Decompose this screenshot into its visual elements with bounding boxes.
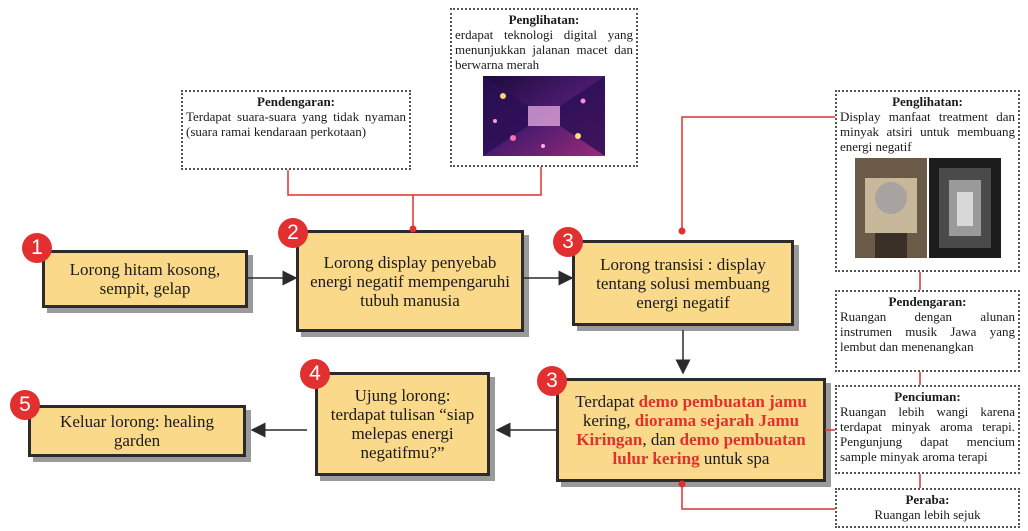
step-5-box: Keluar lorong: healing garden (28, 405, 246, 457)
step-5-badge: 5 (10, 390, 40, 420)
highlight-demo-jamu: demo pembuatan jamu (638, 392, 807, 411)
step-3-transition-badge: 3 (553, 227, 583, 257)
step-2-box: Lorong display penyebab energi negatif m… (296, 230, 524, 332)
step-4-text: Ujung lorong: terdapat tulisan “siap mel… (330, 386, 475, 462)
note-title: Pendengaran: (888, 294, 967, 309)
note-text: Display manfaat treatment dan minyak ats… (840, 109, 1015, 154)
step-3-transition-text: Lorong transisi : display tentang solusi… (596, 254, 770, 312)
note-peraba: Peraba: Ruangan lebih sejuk (835, 488, 1020, 528)
connector-notes-to-step3b (681, 485, 835, 510)
note-penglihatan-2: Penglihatan: Display manfaat treatment d… (835, 90, 1020, 272)
note-text: Terdapat suara-suara yang tidak nyaman (… (186, 109, 406, 139)
step-1-badge: 1 (22, 233, 52, 263)
note-pendengaran-1: Pendengaran: Terdapat suara-suara yang t… (181, 90, 411, 170)
connector-notes-to-step3 (681, 116, 835, 230)
display-room-photo (854, 158, 1001, 258)
step-3-demo-badge: 3 (537, 366, 567, 396)
note-title: Penciuman: (894, 389, 961, 404)
step-4-box: Ujung lorong: terdapat tulisan “siap mel… (315, 372, 490, 476)
connector-notes-to-step2 (287, 167, 542, 196)
step-1-box: Lorong hitam kosong, sempit, gelap (42, 250, 248, 308)
step-2-badge: 2 (278, 218, 308, 248)
step-3-demo-box: Terdapat demo pembuatan jamu kering, dio… (556, 378, 826, 482)
note-text: erdapat teknologi digital yang menunjukk… (455, 27, 633, 72)
note-title: Pendengaran: (257, 94, 335, 109)
note-text: Ruangan lebih wangi karena terdapat miny… (840, 404, 1015, 464)
note-pendengaran-2: Pendengaran: Ruangan dengan alunan instr… (835, 290, 1020, 372)
step-5-text: Keluar lorong: healing garden (60, 412, 214, 450)
note-penglihatan-1: Penglihatan: erdapat teknologi digital y… (450, 8, 638, 167)
step-2-text: Lorong display penyebab energi negatif m… (310, 252, 510, 310)
note-title: Peraba: (905, 492, 950, 507)
note-penciuman: Penciuman: Ruangan lebih wangi karena te… (835, 385, 1020, 474)
step-4-badge: 4 (300, 359, 330, 389)
digital-tunnel-photo (483, 76, 605, 156)
note-text: Ruangan lebih sejuk (874, 507, 981, 522)
step-3-demo-text: Terdapat demo pembuatan jamu kering, dio… (575, 392, 807, 468)
step-3-transition-box: Lorong transisi : display tentang solusi… (572, 240, 794, 326)
note-title: Penglihatan: (892, 94, 963, 109)
note-title: Penglihatan: (508, 12, 580, 27)
highlight-demo-lulur: demo pembuatan lulur kering (612, 430, 806, 468)
note-text: Ruangan dengan alunan instrumen musik Ja… (840, 309, 1015, 354)
highlight-diorama: diorama sejarah Jamu Kiringan (576, 411, 800, 449)
step-1-text: Lorong hitam kosong, sempit, gelap (69, 260, 221, 298)
